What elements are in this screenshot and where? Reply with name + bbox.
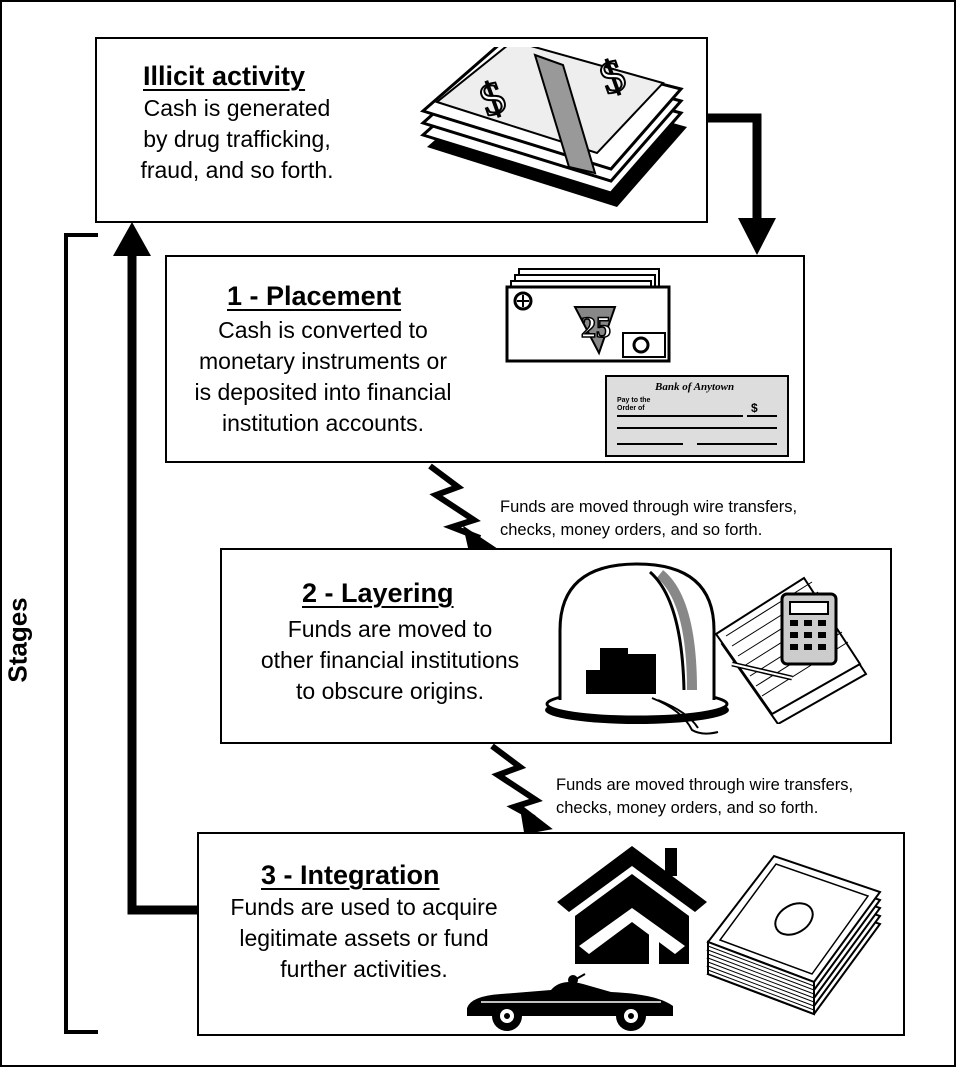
integration-box: 3 - Integration Funds are used to acquir… — [197, 832, 905, 1036]
lightning-arrow-1 — [428, 463, 482, 541]
check-payee-label: Pay to the Order of — [617, 397, 651, 412]
check-line — [617, 443, 683, 445]
check-line — [697, 443, 777, 445]
placement-box: 1 - Placement Cash is converted to monet… — [165, 255, 805, 463]
placement-description: Cash is converted to monetary instrument… — [194, 317, 452, 436]
cash-stack-icon: $ $ — [419, 47, 687, 207]
integration-title: 3 - Integration — [261, 860, 440, 890]
check-bank-name: Bank of Anytown — [655, 381, 735, 393]
illicit-activity-box: Illicit activity Cash is generated by dr… — [95, 37, 708, 223]
integration-description: Funds are used to acquire legitimate ass… — [230, 894, 498, 982]
illicit-activity-title: Illicit activity — [143, 61, 306, 91]
lightning-arrow-2-head — [519, 803, 553, 835]
layering-title: 2 - Layering — [302, 578, 454, 608]
arrow-integration-to-illicit-head — [113, 222, 151, 256]
placement-title: 1 - Placement — [227, 281, 402, 311]
illicit-activity-description: Cash is generated by drug trafficking, f… — [140, 95, 334, 183]
glass-dome-icon — [545, 562, 729, 735]
transfer-note-1: Funds are moved through wire transfers, … — [500, 498, 798, 539]
check-dollar-sign: $ — [751, 401, 758, 415]
stages-bracket — [64, 233, 98, 1034]
layering-description: Funds are moved to other financial insti… — [260, 616, 520, 704]
svg-text:25: 25 — [581, 311, 611, 344]
check-line — [617, 415, 743, 417]
calculator-papers-icon — [714, 576, 868, 724]
layering-box: 2 - Layering Funds are moved to other fi… — [220, 548, 892, 744]
car-icon — [467, 973, 673, 1031]
banknote-stack-icon — [706, 854, 882, 1016]
money-orders-icon: 25 — [505, 268, 671, 363]
lightning-arrow-2 — [490, 743, 543, 821]
arrow-illicit-to-placement — [708, 113, 762, 222]
arrow-illicit-to-placement-head — [738, 218, 776, 255]
check-line — [617, 427, 777, 429]
house-icon — [557, 846, 707, 964]
transfer-note-2: Funds are moved through wire transfers, … — [556, 776, 854, 817]
check-line — [747, 415, 777, 417]
arrow-integration-to-illicit — [127, 252, 197, 915]
bank-check-icon: Bank of Anytown Pay to the Order of $ — [605, 375, 789, 457]
